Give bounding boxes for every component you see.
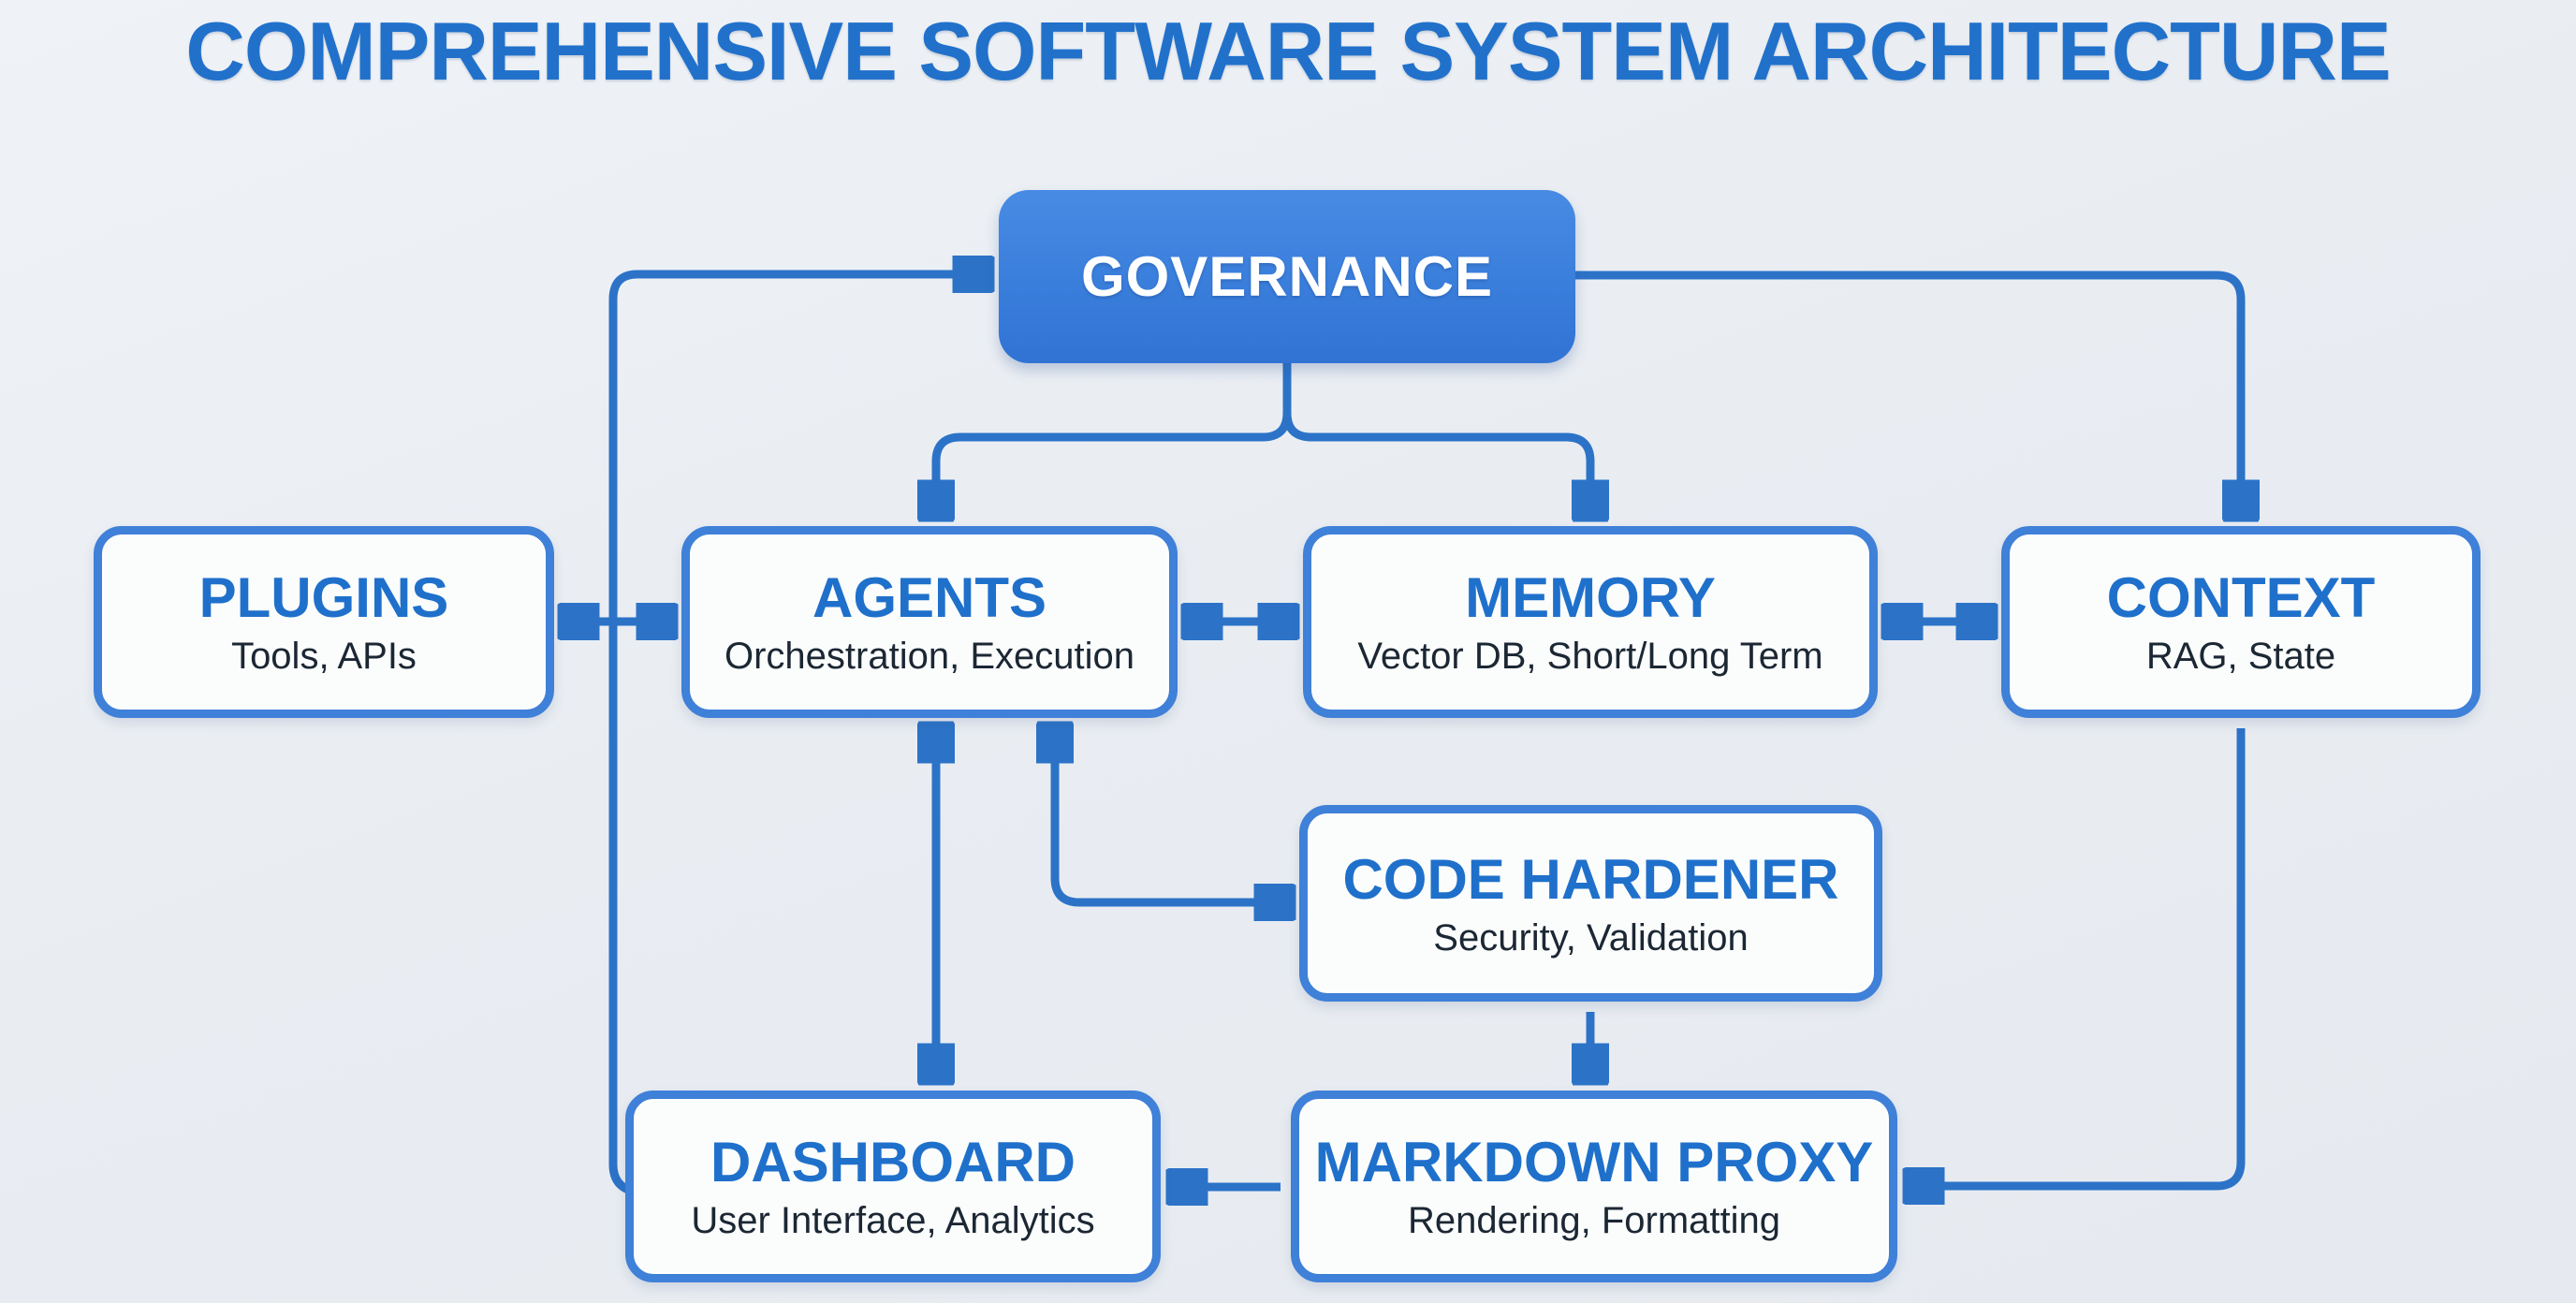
node-markdown-proxy: MARKDOWN PROXY Rendering, Formatting <box>1291 1091 1897 1282</box>
connector-governance-agents <box>936 363 1292 514</box>
node-agents-subtitle: Orchestration, Execution <box>724 636 1134 677</box>
node-dashboard-title: DASHBOARD <box>710 1131 1076 1193</box>
node-code-hardener-title: CODE HARDENER <box>1342 847 1839 911</box>
node-plugins-subtitle: Tools, APIs <box>231 636 417 677</box>
node-dashboard: DASHBOARD User Interface, Analytics <box>625 1091 1161 1282</box>
connector-context-markdown-proxy <box>1910 728 2246 1186</box>
node-code-hardener: CODE HARDENER Security, Validation <box>1299 805 1882 1002</box>
node-memory: MEMORY Vector DB, Short/Long Term <box>1303 526 1878 718</box>
connector-governance-context <box>1575 271 2241 514</box>
node-markdown-proxy-subtitle: Rendering, Formatting <box>1408 1200 1780 1241</box>
node-governance: GOVERNANCE <box>999 190 1575 363</box>
connector-agents-code-hardener <box>1055 729 1288 902</box>
node-governance-title: GOVERNANCE <box>1080 245 1494 308</box>
page-title: COMPREHENSIVE SOFTWARE SYSTEM ARCHITECTU… <box>185 5 2391 97</box>
node-plugins-title: PLUGINS <box>198 566 449 629</box>
connector-dashboard-governance <box>608 274 987 1195</box>
node-context-title: CONTEXT <box>2106 566 2376 629</box>
connector-governance-memory <box>1282 363 1590 514</box>
node-memory-title: MEMORY <box>1465 566 1716 629</box>
node-agents-title: AGENTS <box>812 566 1047 629</box>
node-dashboard-subtitle: User Interface, Analytics <box>691 1200 1095 1241</box>
node-context: CONTEXT RAG, State <box>2001 526 2481 718</box>
node-agents: AGENTS Orchestration, Execution <box>681 526 1178 718</box>
node-memory-subtitle: Vector DB, Short/Long Term <box>1357 636 1823 677</box>
node-context-subtitle: RAG, State <box>2145 636 2336 677</box>
node-markdown-proxy-title: MARKDOWN PROXY <box>1314 1131 1874 1193</box>
node-code-hardener-subtitle: Security, Validation <box>1433 916 1749 959</box>
node-plugins: PLUGINS Tools, APIs <box>94 526 554 718</box>
